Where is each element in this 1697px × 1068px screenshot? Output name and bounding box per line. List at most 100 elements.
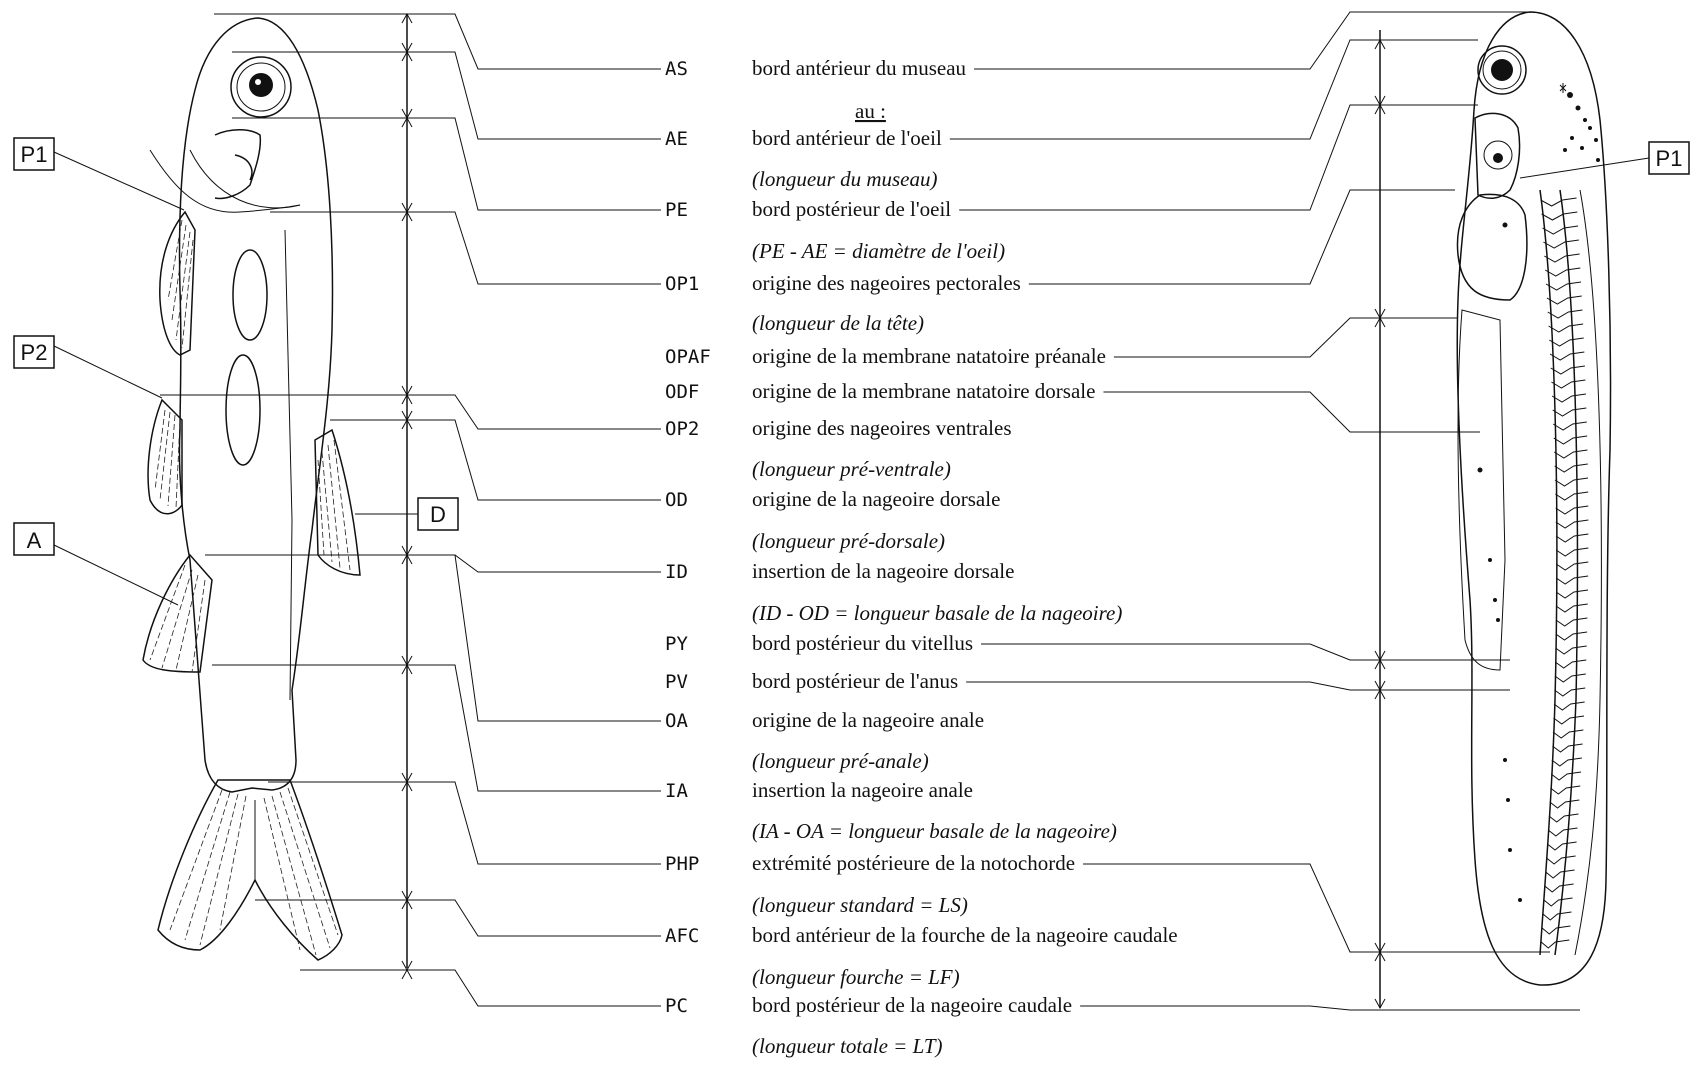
row-note: (longueur de la tête) [752,311,924,335]
label-p1-right: P1 [1656,146,1683,171]
myomere-segment [1553,435,1588,445]
myomere-segment [1549,337,1584,347]
row-description: origine de la nageoire dorsale [752,487,1000,511]
row-description: origine des nageoires ventrales [752,416,1012,440]
myomere-segment [1547,841,1577,851]
myomere-segment [1545,869,1575,879]
row-code: OP2 [665,418,699,440]
row-code: AE [665,128,688,150]
pigment-spots [1477,92,1600,902]
myomere-segment [1550,365,1585,375]
measurement-row-oa: OA origine de la nageoire anale (longueur … [665,708,984,773]
myomere-segment [1544,883,1574,893]
myomere-segment [1547,309,1583,319]
left-eye [230,56,292,118]
measurement-row-pc: PC bord postérieur de la nageoire caudale… [665,993,1072,1058]
myomere-segment [1544,267,1581,277]
right-leader-line [959,104,1478,211]
row-note: (ID - OD = longueur basale de la nageoir… [752,601,1122,625]
row-code: PC [665,995,688,1017]
right-leader-line [1103,391,1480,433]
right-measurement-guides [949,11,1580,1011]
left-leader-line [255,899,661,937]
row-note: (longueur pré-ventrale) [752,457,951,481]
myomere-segment [1554,477,1589,487]
myomere-segment [1555,617,1588,627]
myomere-segment [1541,925,1571,935]
myomere-segment [1543,897,1573,907]
left-leader-line [330,419,661,501]
fin-label-p2-left: P2 [13,335,163,399]
measurement-row-od: OD origine de la nageoire dorsale (longueu… [665,487,1000,553]
myomere-segment [1553,701,1585,711]
row-code: PHP [665,853,699,875]
row-description: bord antérieur de la fourche de la nageo… [752,923,1178,947]
row-description: bord postérieur du vitellus [752,631,973,655]
myomere-segment [1549,799,1580,809]
myomere-segment [1540,197,1577,207]
right-arrow-head [1374,998,1386,1010]
left-leader-line [270,211,661,285]
row-description: origine de la nageoire anale [752,708,984,732]
myomere-segment [1552,421,1587,431]
measurement-row-op2: OP2 origine des nageoires ventrales (longu… [665,416,1012,481]
row-description: bord postérieur de la nageoire caudale [752,993,1072,1017]
left-leader-line [232,117,661,211]
row-code: IA [665,780,688,802]
row-code: PV [665,671,688,693]
left-measurement-guides [160,12,661,1007]
row-code: OD [665,489,688,511]
myomere-segment [1550,785,1581,795]
fin-label-p1-left: P1 [13,137,185,211]
right-leader-line [1113,317,1458,358]
row-note: (PE - AE = diamètre de l'oeil) [752,239,1005,263]
myomere-segment [1551,393,1587,403]
left-caudal-fin [157,779,343,961]
myomere-segment [1542,911,1572,921]
myomere-segment [1555,575,1589,585]
myomere-segment [1551,379,1586,389]
right-leader-line [949,39,1478,140]
myomere-segment [1554,687,1586,697]
myomere-segment [1552,407,1587,417]
row-description: origine des nageoires pectorales [752,271,1021,295]
left-pectoral-fin [159,210,196,356]
measurement-row-afc: AFC bord antérieur de la fourche de la na… [665,923,1178,989]
myomere-segment [1548,813,1579,823]
myomere-segment [1554,463,1588,473]
left-fish-drawing [142,17,361,961]
myomere-segment [1555,645,1587,655]
fin-label-a-left: A [13,522,179,606]
row-code: OA [665,710,688,732]
label-p2-left: P2 [21,340,48,365]
right-leader-line [966,681,1510,691]
myomere-segment [1555,491,1589,501]
left-leader-line [214,13,661,70]
row-code: AFC [665,925,699,947]
myomere-segment [1555,547,1589,557]
myomere-segment [1544,253,1580,263]
left-leader-line [205,554,661,722]
row-description: bord antérieur du museau [752,56,967,80]
myomere-segment [1546,855,1576,865]
row-note: (longueur pré-anale) [752,749,929,773]
myomere-segment [1555,589,1589,599]
row-note: (longueur pré-dorsale) [752,529,945,553]
row-code: PE [665,199,688,221]
myomere-segment [1552,729,1584,739]
row-note: (longueur du museau) [752,167,937,191]
left-dorsal-fin [314,428,361,576]
row-code: PY [665,633,688,655]
left-arrow-head [401,968,413,980]
myomere-segment [1550,771,1582,781]
row-note: (longueur totale = LT) [752,1034,943,1058]
row-description: extrémité postérieure de la notochorde [752,851,1075,875]
